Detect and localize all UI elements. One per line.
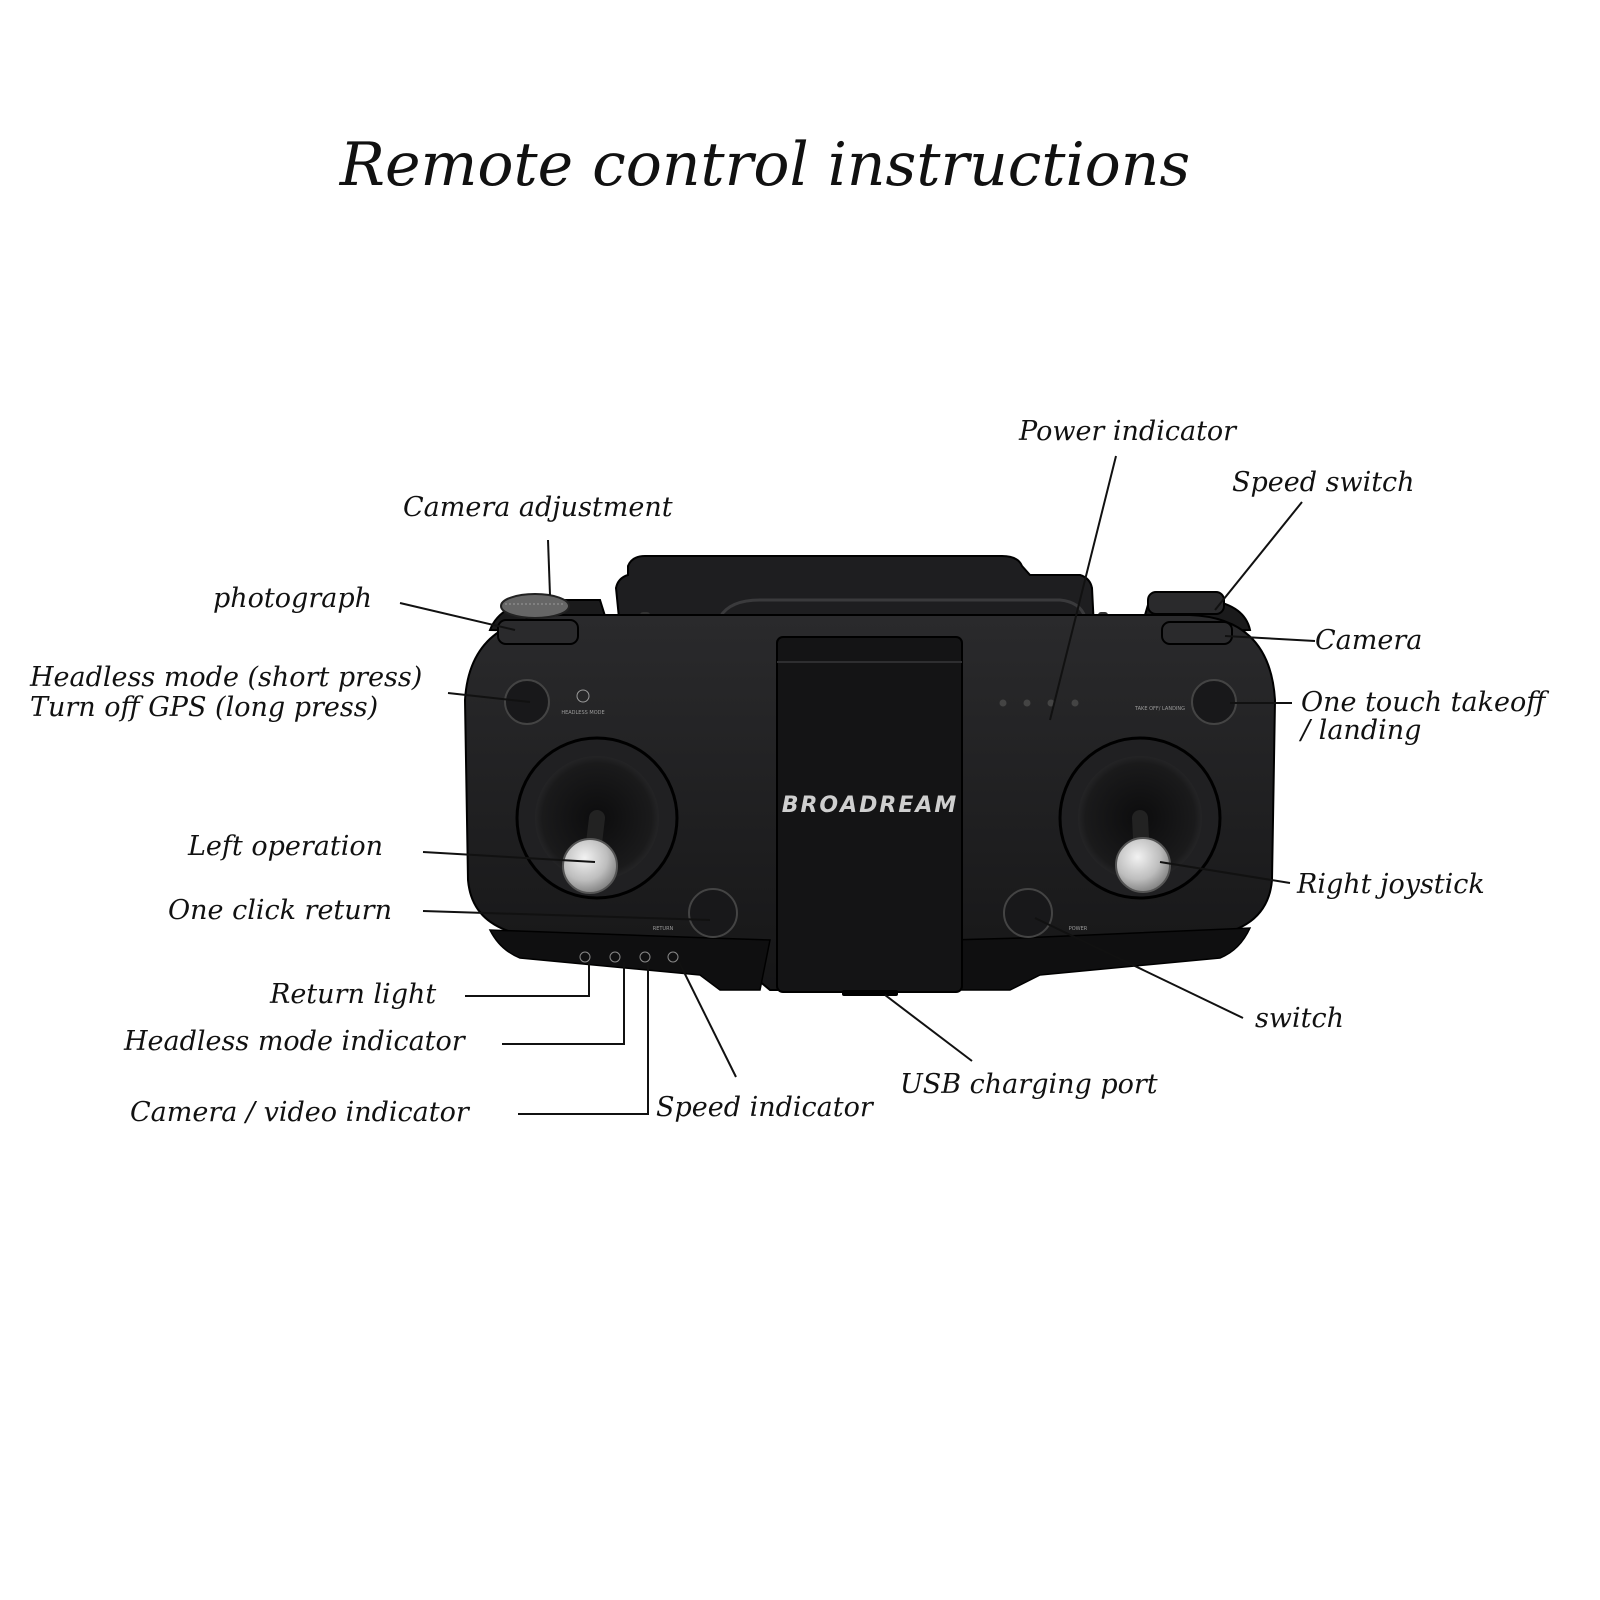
power-switch-label: POWER	[1069, 926, 1088, 932]
speed-switch-shoulder-button[interactable]	[1147, 591, 1225, 615]
usb-charging-port-slot	[842, 990, 898, 996]
callout-headless-mode-line2: Turn off GPS (long press)	[30, 692, 378, 723]
leader-lines	[399, 455, 1316, 1115]
callouts: Power indicator Speed switch Camera adju…	[29, 416, 1549, 1128]
status-indicator-lights	[579, 951, 679, 963]
left-joystick[interactable]	[562, 838, 618, 894]
callout-right-joystick: Right joystick	[1296, 869, 1485, 900]
callout-camera-video-indicator: Camera / video indicator	[130, 1097, 471, 1128]
callout-headless-mode-indicator: Headless mode indicator	[123, 1026, 467, 1057]
callout-return-light: Return light	[269, 979, 436, 1010]
callout-one-touch-line2: / landing	[1298, 715, 1421, 746]
takeoff-landing-button[interactable]	[1191, 679, 1237, 725]
camera-shoulder-button[interactable]	[1161, 621, 1233, 645]
callout-power-indicator: Power indicator	[1018, 416, 1238, 447]
return-button[interactable]	[688, 888, 738, 938]
power-switch-button[interactable]	[1003, 888, 1053, 938]
phone-holder	[614, 555, 1096, 629]
callout-photograph: photograph	[213, 583, 372, 614]
callout-one-click-return: One click return	[168, 895, 392, 926]
callout-switch: switch	[1255, 1003, 1344, 1034]
power-indicator-leds	[999, 699, 1079, 707]
takeoff-landing-label: TAKE OFF/ LANDING	[1134, 706, 1185, 712]
callout-speed-switch: Speed switch	[1232, 467, 1415, 498]
headless-mode-label: HEADLESS MODE	[561, 710, 604, 716]
callout-one-touch-line1: One touch takeoff	[1301, 687, 1549, 718]
callout-headless-mode-line1: Headless mode (short press)	[29, 662, 422, 693]
page-title: Remote control instructions	[339, 130, 1190, 200]
callout-camera: Camera	[1315, 625, 1422, 656]
photo-shoulder-button[interactable]	[497, 619, 579, 645]
camera-wheel	[500, 593, 570, 619]
right-joystick[interactable]	[1115, 837, 1171, 893]
return-label: RETURN	[653, 926, 674, 932]
callout-camera-adjustment: Camera adjustment	[403, 492, 673, 523]
remote-controller: BROADREAM HEADLESS MODE TAKE OFF/ LANDIN…	[463, 555, 1277, 996]
brand-logo: BROADREAM	[782, 793, 959, 818]
callout-usb-charging-port: USB charging port	[900, 1069, 1158, 1100]
callout-left-operation: Left operation	[187, 831, 383, 862]
callout-speed-indicator: Speed indicator	[656, 1092, 875, 1123]
headless-mode-glyph-icon	[576, 689, 590, 703]
